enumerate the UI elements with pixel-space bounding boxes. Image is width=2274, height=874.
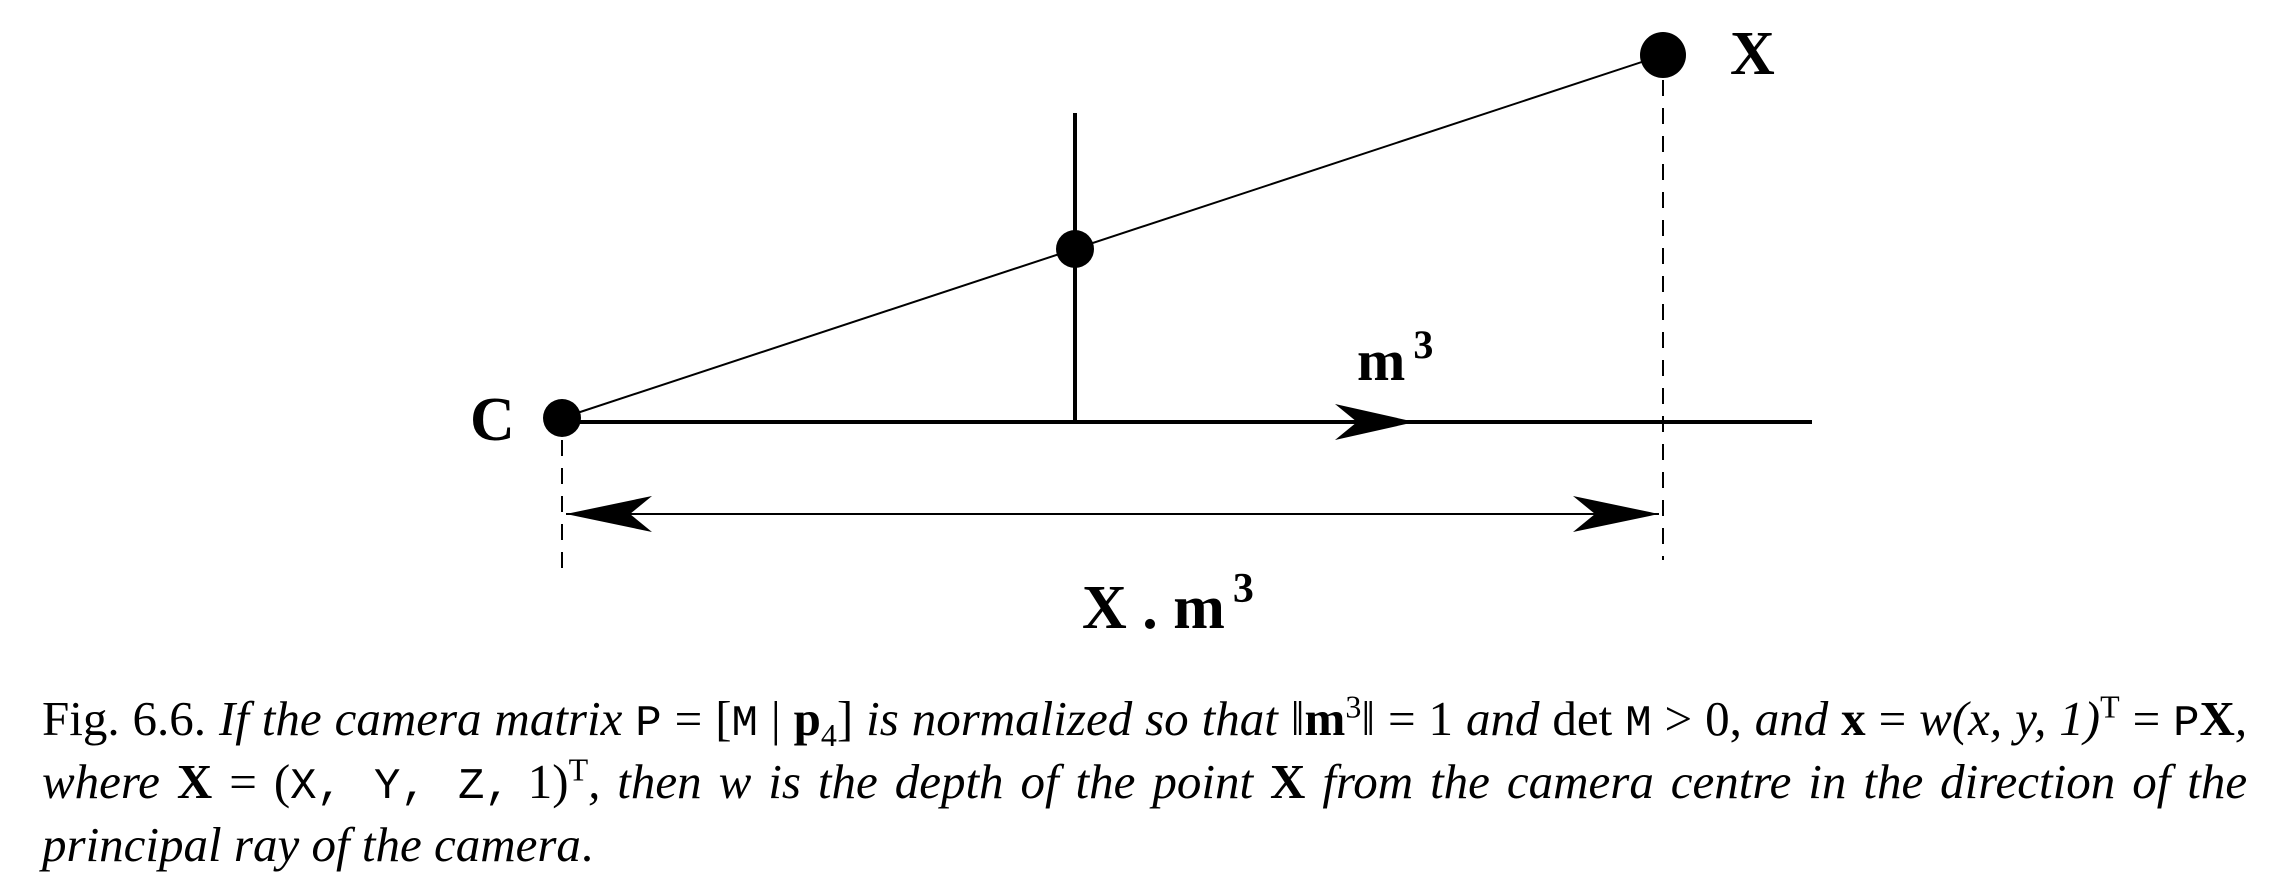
projection-ray xyxy=(561,54,1664,419)
image-point xyxy=(1056,230,1094,268)
world-point xyxy=(1640,32,1686,78)
world-point-label: X xyxy=(1730,20,1775,88)
camera-centre-label: C xyxy=(470,386,515,454)
camera-centre-point xyxy=(543,399,581,437)
figure-caption: Fig. 6.6. If the camera matrix P = [M | … xyxy=(42,688,2248,872)
principal-axis-arrowhead xyxy=(1335,404,1415,440)
principal-axis-label-sup: 3 xyxy=(1413,322,1433,367)
figure-number: Fig. 6.6. xyxy=(42,691,207,746)
depth-label-sup: 3 xyxy=(1233,566,1254,612)
